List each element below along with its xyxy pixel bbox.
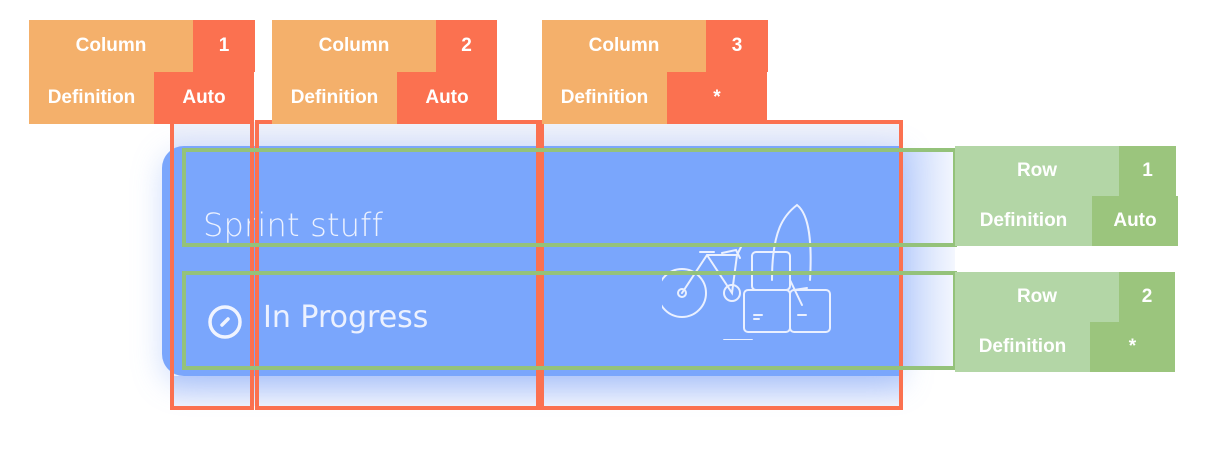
column-index: 3 bbox=[706, 20, 768, 72]
row-1-tag: Row 1 Definition Auto bbox=[955, 146, 1178, 246]
column-label: Column bbox=[542, 20, 706, 72]
column-index: 2 bbox=[436, 20, 497, 72]
card-bottom-fade bbox=[170, 376, 900, 406]
row-index: 2 bbox=[1119, 272, 1175, 322]
column-3-tag: Column 3 Definition * bbox=[542, 20, 768, 124]
column-2-tag: Column 2 Definition Auto bbox=[272, 20, 497, 124]
column-index: 1 bbox=[193, 20, 255, 72]
definition-value: Auto bbox=[397, 72, 497, 124]
bicycle-boxes-illustration bbox=[662, 203, 831, 340]
card-title: Sprint stuff bbox=[203, 206, 384, 244]
definition-value: * bbox=[667, 72, 767, 124]
row-1-outline bbox=[182, 148, 957, 247]
definition-label: Definition bbox=[955, 322, 1090, 372]
definition-label: Definition bbox=[272, 72, 397, 124]
card-status: In Progress bbox=[263, 300, 429, 335]
definition-label: Definition bbox=[29, 72, 154, 124]
definition-value: Auto bbox=[1092, 196, 1178, 246]
definition-value: Auto bbox=[154, 72, 254, 124]
row-2-tag: Row 2 Definition * bbox=[955, 272, 1175, 372]
row-label: Row bbox=[955, 146, 1119, 196]
row-label: Row bbox=[955, 272, 1119, 322]
definition-label: Definition bbox=[955, 196, 1092, 246]
definition-label: Definition bbox=[542, 72, 667, 124]
column-1-tag: Column 1 Definition Auto bbox=[29, 20, 255, 124]
card-top-fade bbox=[170, 122, 900, 148]
definition-value: * bbox=[1090, 322, 1175, 372]
column-label: Column bbox=[272, 20, 436, 72]
compass-icon bbox=[208, 305, 242, 339]
sprint-card[interactable] bbox=[162, 146, 902, 376]
row-2-outline bbox=[182, 271, 957, 370]
card-right-fade bbox=[900, 150, 955, 368]
column-label: Column bbox=[29, 20, 193, 72]
row-index: 1 bbox=[1119, 146, 1176, 196]
